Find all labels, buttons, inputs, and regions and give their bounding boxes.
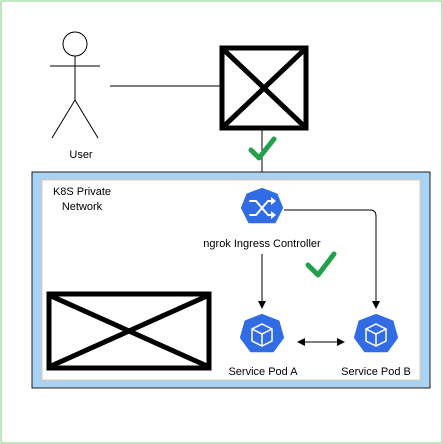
user-label: User [69,149,93,161]
pod-b-icon [352,312,400,354]
placeholder-bottom-icon [46,291,212,371]
network-label-line1: K8S Private [53,186,111,198]
pod-a-label: Service Pod A [228,366,298,378]
check-icon [248,136,277,161]
placeholder-top-icon [219,45,309,131]
check-icon [305,251,337,278]
pod-b-label: Service Pod B [341,366,411,378]
pod-a-icon [238,312,286,354]
ingress-icon [239,186,285,225]
ingress-to-pod-b-arrow [284,209,380,309]
network-label-line2: Network [62,201,103,213]
ingress-label: ngrok Ingress Controller [203,238,321,250]
user-icon [50,31,100,139]
